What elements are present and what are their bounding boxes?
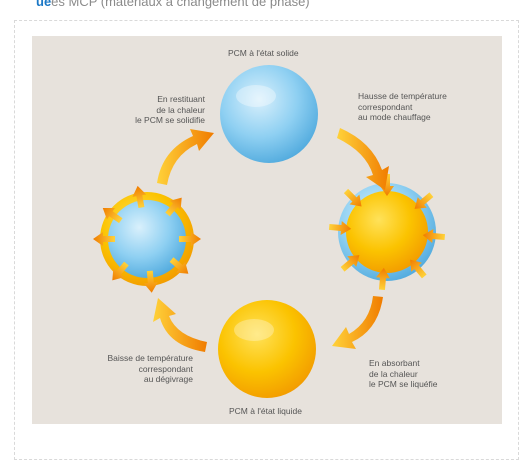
cooling-label-line-2: correspondant	[138, 363, 193, 374]
header-text: uees MCP (matériaux à changement de phas…	[36, 0, 310, 9]
solidifying-sphere	[93, 184, 201, 294]
bottom-sphere-label-text: PCM à l'état liquide	[229, 406, 302, 416]
heating-label: Hausse de température correspondant au m…	[358, 91, 447, 123]
heating-label-line-3: au mode chauffage	[358, 112, 431, 122]
header-lead: ue	[36, 0, 52, 9]
arrow-solid-to-heating	[337, 128, 389, 190]
top-sphere-label-text: PCM à l'état solide	[228, 48, 299, 58]
liquid-pcm-sphere	[218, 300, 316, 398]
solid-pcm-sphere	[220, 65, 318, 163]
bottom-sphere-label: PCM à l'état liquide	[229, 406, 302, 417]
header-strip: uees MCP (matériaux à changement de phas…	[0, 0, 532, 14]
arrow-heating-to-liquid	[332, 296, 383, 349]
heating-label-line-1: Hausse de température	[358, 91, 447, 101]
absorbing-label: En absorbant de la chaleur le PCM se liq…	[369, 358, 438, 390]
absorbing-label-line-1: En absorbant	[369, 358, 420, 368]
arrow-cooling-to-solid	[157, 129, 214, 185]
releasing-label-line-3: le PCM se solidifie	[135, 115, 205, 125]
cooling-label-line-3: au dégivrage	[143, 374, 193, 384]
releasing-label-line-1: En restituant	[157, 94, 205, 104]
header-rest: es MCP (matériaux à changement de phase)	[51, 0, 310, 9]
figure-frame	[14, 20, 519, 460]
heating-label-line-2: correspondant	[358, 101, 413, 112]
top-sphere-label: PCM à l'état solide	[228, 48, 299, 59]
arrow-liquid-to-cooling	[153, 298, 207, 352]
absorbing-label-line-3: le PCM se liquéfie	[369, 379, 438, 389]
absorbing-label-line-2: de la chaleur	[369, 368, 418, 379]
liquefying-sphere	[328, 174, 446, 291]
cooling-label-line-1: Baisse de température	[107, 353, 193, 363]
cooling-label: Baisse de température correspondant au d…	[65, 353, 193, 385]
releasing-label: En restituant de la chaleur le PCM se so…	[95, 94, 205, 126]
releasing-label-line-2: de la chaleur	[156, 104, 205, 115]
